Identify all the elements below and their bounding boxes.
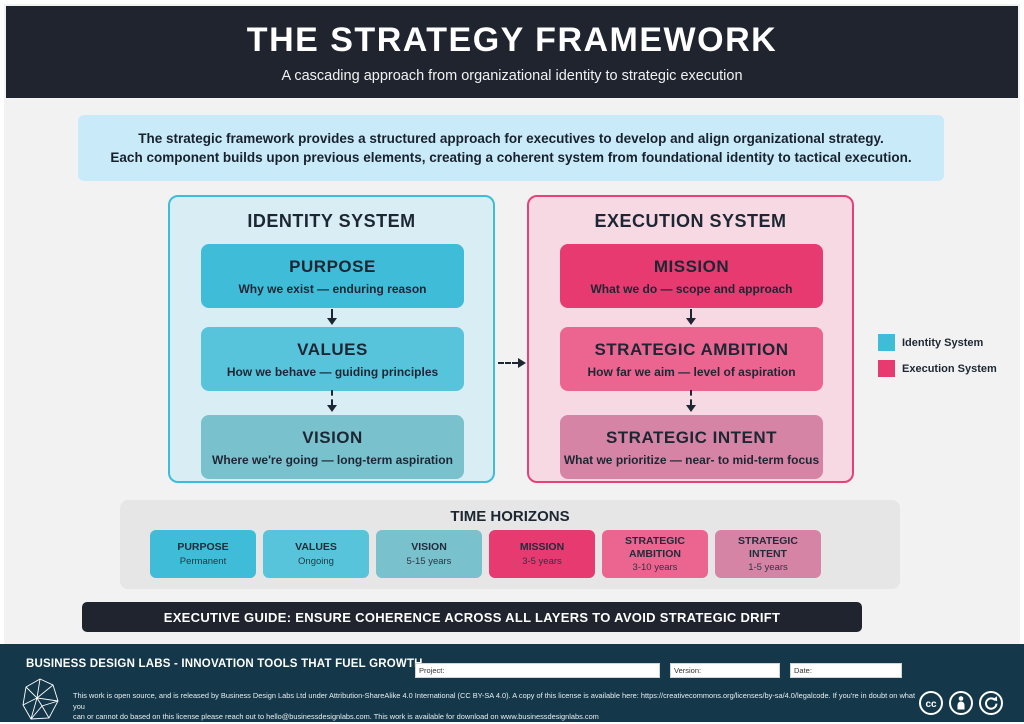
time-horizons-section: TIME HORIZONS PURPOSE Permanent VALUES O… [120,500,900,589]
values-description: How we behave — guiding principles [226,364,439,379]
values-label: VALUES [297,339,368,359]
vision-box: VISION Where we're going — long-term asp… [201,415,464,479]
footer: BUSINESS DESIGN LABS - INNOVATION TOOLS … [0,644,1024,722]
project-field-label: Project: [419,666,445,675]
header: THE STRATEGY FRAMEWORK A cascading appro… [6,6,1018,98]
strategic-intent-label: STRATEGIC INTENT [605,427,778,447]
horizon-values: VALUES Ongoing [263,530,369,578]
license-line-2: can or cannot do based on this license p… [73,712,599,721]
business-design-labs-logo-icon [22,678,59,720]
horizon-mission-label: MISSION [519,541,565,554]
execution-system-title: EXECUTION SYSTEM [594,211,787,231]
purpose-box: PURPOSE Why we exist — enduring reason [201,244,464,308]
cc-license-icon: cc [919,691,943,715]
horizon-strategic-ambition-label: STRATEGIC AMBITION [625,535,685,560]
strategic-ambition-description: How far we aim — level of aspiration [587,364,796,379]
identity-swatch-icon [878,334,895,351]
intro-line-2: Each component builds upon previous elem… [110,150,912,165]
horizon-strategic-ambition-value: 3-10 years [632,561,678,573]
creative-commons-badges: cc [918,690,1004,716]
footer-brand: BUSINESS DESIGN LABS - INNOVATION TOOLS … [26,658,423,670]
intro-box: The strategic framework provides a struc… [78,115,944,181]
execution-system-panel: EXECUTION SYSTEM MISSION What we do — sc… [527,195,854,483]
horizon-strategic-intent-label: STRATEGIC INTENT [738,535,798,560]
horizon-vision: VISION 5-15 years [376,530,482,578]
legend: Identity System Execution System [878,334,997,377]
strategic-ambition-label: STRATEGIC AMBITION [594,339,789,359]
license-text: This work is open source, and is release… [73,691,918,723]
strategic-intent-description: What we prioritize — near- to mid-term f… [563,452,820,467]
svg-text:cc: cc [925,699,937,710]
legend-item-identity: Identity System [878,334,997,351]
executive-guide-text: EXECUTIVE GUIDE: ENSURE COHERENCE ACROSS… [163,609,781,625]
intro-line-1: The strategic framework provides a struc… [138,131,884,146]
arrow-down-ambition-intent-icon [685,390,697,412]
identity-system-title: IDENTITY SYSTEM [247,211,416,231]
vision-label: VISION [302,427,363,447]
page-title: THE STRATEGY FRAMEWORK [246,20,778,59]
executive-guide-bar: EXECUTIVE GUIDE: ENSURE COHERENCE ACROSS… [82,602,862,632]
arrow-down-values-vision-icon [326,390,338,412]
date-field-label: Date: [794,666,812,675]
horizon-strategic-intent-value: 1-5 years [748,561,788,573]
mission-description: What we do — scope and approach [590,281,793,296]
horizon-values-value: Ongoing [298,555,334,567]
horizon-vision-label: VISION [411,541,447,554]
mission-label: MISSION [653,256,730,276]
vision-description: Where we're going — long-term aspiration [212,452,453,467]
values-box: VALUES How we behave — guiding principle… [201,327,464,391]
horizon-purpose-value: Permanent [179,555,227,567]
time-horizons-row: PURPOSE Permanent VALUES Ongoing VISION … [150,530,821,578]
horizon-purpose-label: PURPOSE [177,541,229,554]
arrow-right-identity-execution-icon [498,357,526,369]
purpose-description: Why we exist — enduring reason [238,281,427,296]
cc-sharealike-icon [979,691,1003,715]
identity-system-panel: IDENTITY SYSTEM PURPOSE Why we exist — e… [168,195,495,483]
page-subtitle: A cascading approach from organizational… [281,67,743,84]
strategic-ambition-box: STRATEGIC AMBITION How far we aim — leve… [560,327,823,391]
time-horizons-title: TIME HORIZONS [450,508,570,525]
arrow-down-purpose-values-icon [326,309,338,325]
project-field[interactable]: Project: [415,663,660,678]
legend-execution-label: Execution System [902,362,997,375]
horizon-mission: MISSION 3-5 years [489,530,595,578]
date-field[interactable]: Date: [790,663,902,678]
version-field[interactable]: Version: [670,663,780,678]
horizon-purpose: PURPOSE Permanent [150,530,256,578]
version-field-label: Version: [674,666,702,675]
execution-swatch-icon [878,360,895,377]
horizon-values-label: VALUES [295,541,337,554]
legend-item-execution: Execution System [878,360,997,377]
license-line-1: This work is open source, and is release… [73,691,916,711]
purpose-label: PURPOSE [289,256,376,276]
mission-box: MISSION What we do — scope and approach [560,244,823,308]
horizon-mission-value: 3-5 years [522,555,562,567]
arrow-down-mission-ambition-icon [685,309,697,325]
horizon-strategic-intent: STRATEGIC INTENT 1-5 years [715,530,821,578]
horizon-strategic-ambition: STRATEGIC AMBITION 3-10 years [602,530,708,578]
cc-attribution-icon [949,691,973,715]
legend-identity-label: Identity System [902,336,984,349]
strategic-intent-box: STRATEGIC INTENT What we prioritize — ne… [560,415,823,479]
horizon-vision-value: 5-15 years [406,555,452,567]
